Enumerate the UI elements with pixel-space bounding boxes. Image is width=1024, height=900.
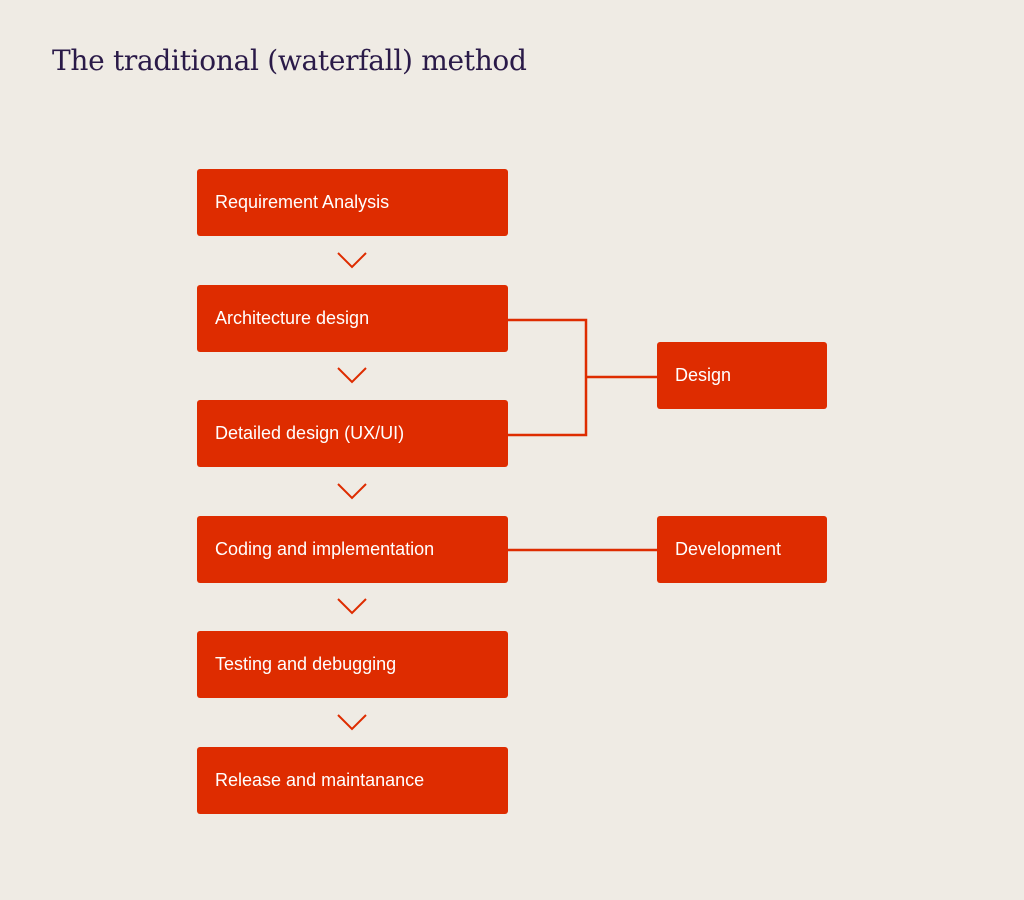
step-label: Testing and debugging — [215, 654, 397, 674]
step-label: Release and maintanance — [215, 770, 425, 790]
step-release-maintenance: Release and maintanance — [197, 747, 508, 814]
step-coding-implementation: Coding and implementation — [197, 516, 508, 583]
chevron-down-icon — [337, 714, 367, 731]
design-bracket — [508, 318, 588, 437]
step-requirement-analysis: Requirement Analysis — [197, 169, 508, 236]
chevron-down-icon — [337, 483, 367, 500]
step-label: Coding and implementation — [215, 539, 435, 559]
step-detailed-design: Detailed design (UX/UI) — [197, 400, 508, 467]
chevron-down-icon — [337, 598, 367, 615]
phase-design: Design — [657, 342, 827, 409]
phase-development: Development — [657, 516, 827, 583]
phase-label: Development — [675, 539, 782, 559]
step-architecture-design: Architecture design — [197, 285, 508, 352]
step-label: Architecture design — [215, 308, 370, 328]
step-label: Requirement Analysis — [215, 192, 390, 212]
step-testing-debugging: Testing and debugging — [197, 631, 508, 698]
phase-label: Design — [675, 365, 732, 385]
diagram-title: The traditional (waterfall) method — [52, 44, 527, 77]
step-label: Detailed design (UX/UI) — [215, 423, 405, 443]
chevron-down-icon — [337, 367, 367, 384]
chevron-down-icon — [337, 252, 367, 269]
